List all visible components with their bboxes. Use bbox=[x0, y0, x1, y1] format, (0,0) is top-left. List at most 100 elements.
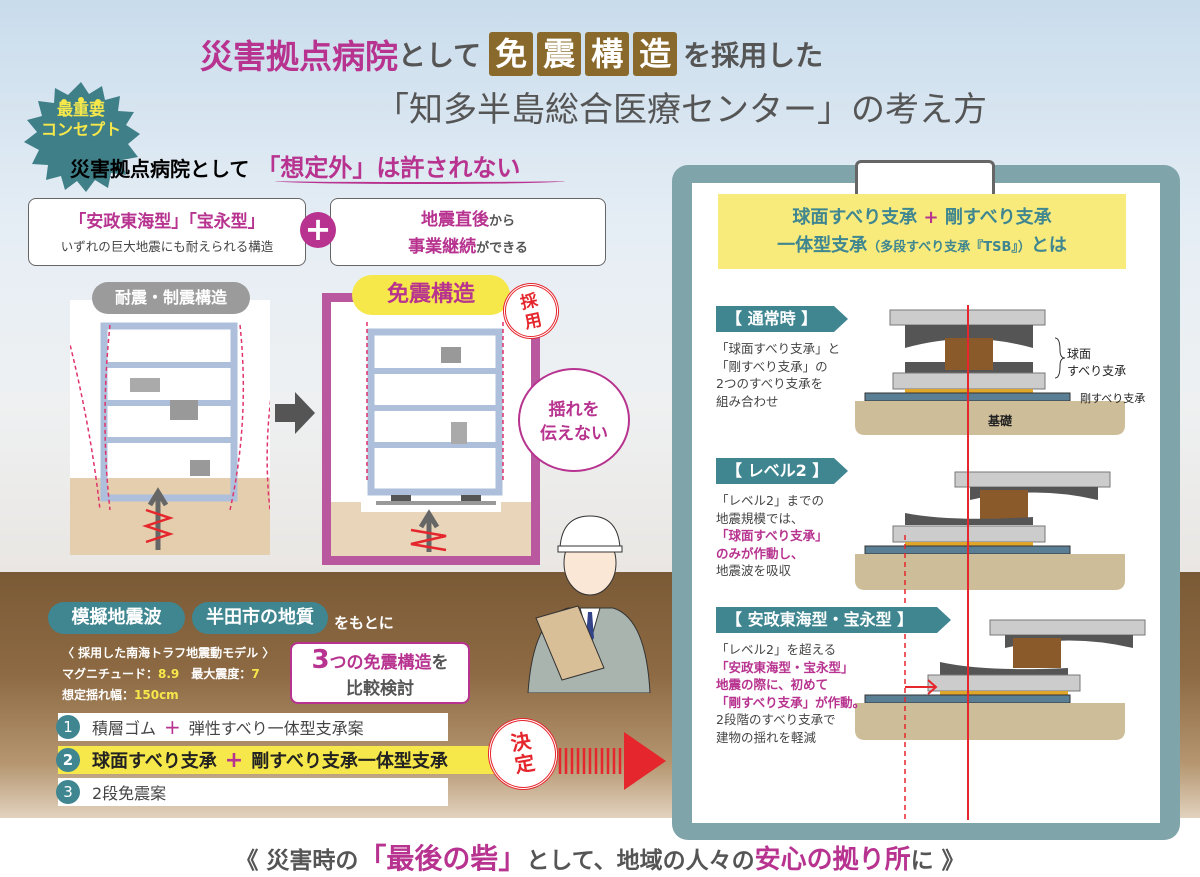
brace-icon bbox=[1054, 337, 1066, 379]
option-text: 2段免震案 bbox=[92, 784, 167, 803]
option-number: 2 bbox=[56, 748, 80, 772]
magnitude-value: 8.9 bbox=[158, 667, 180, 681]
badge-line1: 最重要 bbox=[56, 100, 105, 119]
desc-line: 2段階のすべり支承で bbox=[716, 712, 836, 727]
option-number: 3 bbox=[56, 780, 80, 804]
label-spherical: 球面 bbox=[1067, 347, 1092, 361]
label-foundation: 基礎 bbox=[988, 414, 1013, 428]
earthquake-model-info: 〈 採用した南海トラフ地震動モデル 〉 マグニチュード：8.9 最大震度：7 想… bbox=[62, 643, 274, 706]
title-tile: 免 bbox=[489, 32, 534, 76]
desc-line: 「安政東海型・宝永型」 bbox=[716, 659, 854, 675]
option-text: 積層ゴム bbox=[92, 719, 157, 738]
adopted-stamp-text: 採用 bbox=[518, 290, 544, 334]
main-title-line2: 「知多半島総合医療センター」の考え方 bbox=[375, 90, 987, 130]
title-hospital: 災害拠点病院 bbox=[200, 37, 398, 76]
section-header-level2: 【 レベル2 】 bbox=[716, 458, 848, 484]
compare-three-bubble: 3つの免震構造を 比較検討 bbox=[290, 642, 470, 704]
requirement-earthquake-types: 「安政東海型」「宝永型」 bbox=[69, 212, 265, 232]
section-desc-major-quake: 「レベル2」を超える 「安政東海型・宝永型」 地震の際に、初めて 「剛すべり支承… bbox=[716, 641, 865, 746]
title-adopted: を採用した bbox=[683, 39, 824, 72]
note-plus: + bbox=[923, 207, 939, 228]
desc-line: 地震の際に、初めて bbox=[716, 677, 829, 692]
bearing-diagrams bbox=[855, 305, 1146, 820]
requirement-continuity-box: 地震直後から 事業継続ができる bbox=[330, 198, 606, 266]
section-desc-normal: 「球面すべり支承」と 「剛すべり支承」の 2つのすべり支承を 組み合わせ bbox=[716, 340, 840, 410]
req-text: から bbox=[488, 214, 515, 229]
intensity-label: 最大震度： bbox=[191, 667, 252, 681]
seismic-structure-panel bbox=[64, 300, 286, 555]
footer-text: に 》 bbox=[910, 848, 965, 874]
option-number: 1 bbox=[56, 715, 80, 739]
req-text: 事業継続 bbox=[408, 237, 477, 257]
option-item: 3 2段免震案 bbox=[56, 778, 448, 806]
bubble-line: 伝えない bbox=[540, 424, 608, 444]
geology-pill: 半田市の地質 bbox=[192, 602, 328, 634]
desc-line: 「レベル2」を超える bbox=[716, 642, 837, 657]
option-plus: + bbox=[224, 747, 244, 773]
req-text: ができる bbox=[476, 241, 528, 256]
basis-suffix: をもとに bbox=[334, 614, 394, 632]
section-header-major-quake: 【 安政東海型・宝永型 】 bbox=[716, 607, 951, 633]
section-desc-level2: 「レベル2」までの 地震規模では、 「球面すべり支承」 のみが作動し、 地震波を… bbox=[716, 492, 828, 580]
option-plus: + bbox=[164, 715, 181, 739]
title-as: として bbox=[398, 39, 482, 72]
footer-slogan: 《 災害時の「最後の砦」として、地域の人々の安心の拠り所に 》 bbox=[0, 842, 1200, 876]
base-isolation-panel bbox=[322, 293, 540, 565]
isolated-building-illustration bbox=[331, 322, 531, 556]
title-tile: 造 bbox=[633, 32, 678, 76]
compare-text: つの免震構造 bbox=[329, 653, 432, 673]
concept-badge-starburst bbox=[24, 82, 140, 192]
concept-badge-text: 最重要 コンセプト bbox=[40, 100, 122, 140]
desc-line: 「レベル2」までの bbox=[716, 493, 824, 508]
desc-line: 「球面すべり支承」 bbox=[716, 528, 828, 543]
bubble-line: 揺れを bbox=[548, 400, 600, 420]
label-spherical: すべり支承 bbox=[1067, 364, 1127, 378]
model-title: 〈 採用した南海トラフ地震動モデル 〉 bbox=[62, 646, 275, 660]
swaying-building-illustration bbox=[64, 322, 286, 555]
arrow-right-icon bbox=[275, 392, 315, 434]
desc-line: 「球面すべり支承」と bbox=[716, 341, 841, 356]
main-title-line1: 災害拠点病院 として 免 震 構 造 を採用した bbox=[200, 30, 823, 78]
title-tile: 震 bbox=[537, 32, 582, 76]
footer-emphasis: 安心の拠り所 bbox=[754, 845, 911, 875]
plus-icon: + bbox=[300, 212, 336, 248]
decision-arrow-icon bbox=[558, 732, 666, 790]
footer-text: 《 災害時の bbox=[235, 848, 359, 874]
desc-line: 地震波を吸収 bbox=[716, 563, 792, 578]
bearing-level2 bbox=[855, 471, 1125, 590]
note-text: とは bbox=[1030, 235, 1067, 256]
footer-text: として、地域の人々の bbox=[526, 848, 755, 874]
badge-line2: コンセプト bbox=[40, 120, 121, 139]
subtitle-underline bbox=[275, 178, 565, 184]
base-isolation-label: 免震構造 bbox=[352, 275, 510, 315]
note-text: 球面すべり支承 bbox=[792, 207, 918, 228]
note-text: 剛すべり支承 bbox=[944, 207, 1052, 228]
engineer-illustration bbox=[527, 515, 651, 693]
requirement-earthquake-box: 「安政東海型」「宝永型」 いずれの巨大地震にも耐えられる構造 bbox=[28, 198, 306, 266]
bearing-major-quake bbox=[855, 619, 1146, 740]
requirement-earthquake-desc: いずれの巨大地震にも耐えられる構造 bbox=[60, 239, 274, 254]
req-text: 地震直後 bbox=[420, 210, 489, 230]
amplitude-label: 想定揺れ幅： bbox=[62, 688, 135, 702]
decided-stamp-text: 決定 bbox=[508, 728, 537, 778]
tsb-title-note: 球面すべり支承 + 剛すべり支承 一体型支承（多段すべり支承『TSB』）とは bbox=[718, 194, 1126, 269]
desc-line: 組み合わせ bbox=[716, 393, 779, 409]
section-header-normal: 【 通常時 】 bbox=[716, 306, 848, 332]
footer-emphasis: 「最後の砦」 bbox=[358, 842, 527, 875]
compare-text: 比較検討 bbox=[346, 679, 414, 699]
subtitle-prefix: 災害拠点病院として bbox=[70, 157, 250, 181]
compare-text: を bbox=[431, 653, 449, 673]
desc-line: 「剛すべり支承」の bbox=[716, 358, 828, 374]
simulated-wave-pill: 模擬地震波 bbox=[48, 602, 185, 634]
compare-num: 3 bbox=[311, 645, 330, 675]
note-small: （多段すべり支承『TSB』） bbox=[867, 240, 1031, 255]
title-tile: 構 bbox=[585, 32, 630, 76]
option-text: 剛すべり支承一体型支承 bbox=[251, 751, 448, 772]
label-rigid: 剛すべり支承 bbox=[1080, 392, 1146, 405]
desc-line: 「剛すべり支承」が作動。 bbox=[716, 694, 866, 710]
desc-line: 地震規模では、 bbox=[716, 510, 804, 526]
desc-line: 建物の揺れを軽減 bbox=[716, 729, 817, 745]
note-text: 一体型支承 bbox=[777, 235, 868, 256]
